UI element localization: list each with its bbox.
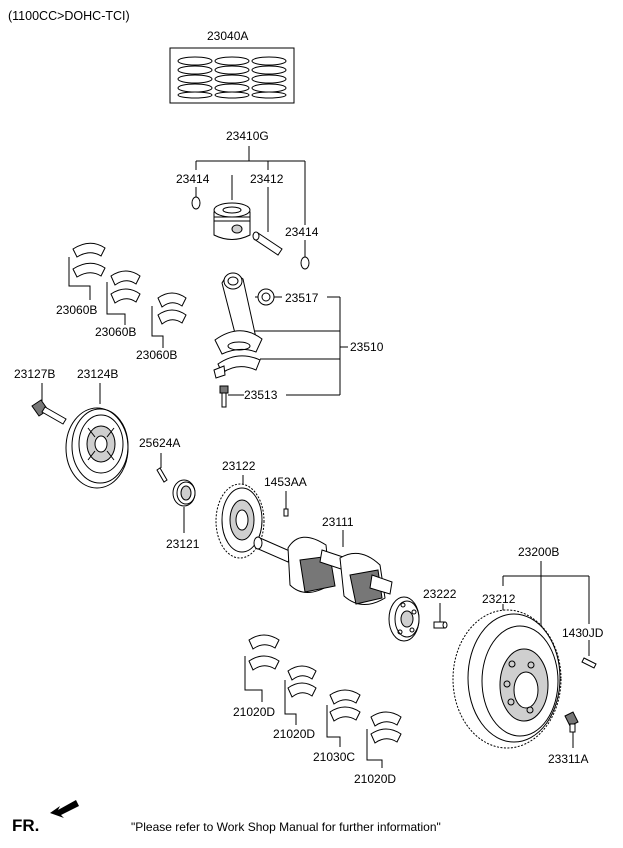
main-bearing-leader-lines xyxy=(244,656,383,768)
connecting-rod[interactable] xyxy=(214,272,263,355)
label-23414-right: 23414 xyxy=(285,225,319,239)
damper-pulley[interactable] xyxy=(65,407,129,489)
snap-ring-left[interactable] xyxy=(191,196,201,210)
label-23040A: 23040A xyxy=(207,29,248,43)
crankshaft[interactable] xyxy=(253,536,420,642)
timing-gear[interactable] xyxy=(215,483,265,559)
conrod-bearing-set-b[interactable] xyxy=(110,270,141,304)
main-bearing-set-2[interactable] xyxy=(287,665,317,698)
small-end-bushing[interactable] xyxy=(255,288,275,306)
woodruff-key[interactable] xyxy=(156,467,168,483)
flywheel-dowel-pin[interactable] xyxy=(581,657,597,669)
front-arrow-icon xyxy=(50,800,79,818)
label-23111: 23111 xyxy=(322,515,354,529)
flywheel[interactable] xyxy=(452,609,562,749)
flywheel-leader-lines xyxy=(502,561,590,656)
label-23122: 23122 xyxy=(222,459,256,473)
crank-sprocket[interactable] xyxy=(172,479,196,507)
main-bearing-set-3[interactable] xyxy=(370,711,402,744)
piston-pin[interactable] xyxy=(252,231,283,256)
piston-leader-lines xyxy=(195,146,306,258)
piston-ring-set[interactable] xyxy=(169,47,295,104)
label-23510: 23510 xyxy=(350,340,384,354)
conrod-bearing-set-a[interactable] xyxy=(72,242,106,278)
label-23414-left: 23414 xyxy=(176,172,210,186)
orientation-label: FR. xyxy=(12,816,39,835)
pulley-bolt[interactable] xyxy=(31,399,67,425)
label-21020D-1: 21020D xyxy=(233,705,275,719)
main-bearing-set-1[interactable] xyxy=(248,634,280,671)
label-23200B: 23200B xyxy=(518,545,559,559)
flywheel-bolt[interactable] xyxy=(564,711,579,733)
rod-bolt[interactable] xyxy=(219,385,229,408)
snap-ring-right[interactable] xyxy=(300,256,310,270)
engine-spec-title: (1100CC>DOHC-TCI) xyxy=(8,9,130,23)
label-23513: 23513 xyxy=(244,388,278,402)
label-23124B: 23124B xyxy=(77,367,118,381)
label-21020D-3: 21020D xyxy=(354,772,396,786)
label-23311A: 23311A xyxy=(548,752,588,766)
label-23222: 23222 xyxy=(423,587,457,601)
label-1453AA: 1453AA xyxy=(264,475,307,489)
conrod-bearing-set-c[interactable] xyxy=(157,292,187,325)
label-21030C: 21030C xyxy=(313,750,355,764)
label-23060B-3: 23060B xyxy=(136,348,177,362)
thrust-bearing-set[interactable] xyxy=(329,689,361,722)
label-23127B: 23127B xyxy=(14,367,55,381)
label-23212: 23212 xyxy=(482,592,516,606)
conrod-leader-lines xyxy=(228,296,348,396)
label-23060B-2: 23060B xyxy=(95,325,136,339)
label-23410G: 23410G xyxy=(226,129,269,143)
piston[interactable] xyxy=(213,202,251,240)
label-21020D-2: 21020D xyxy=(273,727,315,741)
label-23412: 23412 xyxy=(250,172,284,186)
rod-cap[interactable] xyxy=(213,355,261,379)
dowel-pin-small[interactable] xyxy=(283,508,289,517)
pilot-bushing[interactable] xyxy=(433,621,448,629)
label-25624A: 25624A xyxy=(139,436,180,450)
label-23517: 23517 xyxy=(285,291,319,305)
workshop-manual-note: "Please refer to Work Shop Manual for fu… xyxy=(131,820,441,834)
label-23060B-1: 23060B xyxy=(56,303,97,317)
bearing-leader-lines xyxy=(68,257,164,348)
label-23121: 23121 xyxy=(166,537,200,551)
label-1430JD: 1430JD xyxy=(562,626,604,640)
